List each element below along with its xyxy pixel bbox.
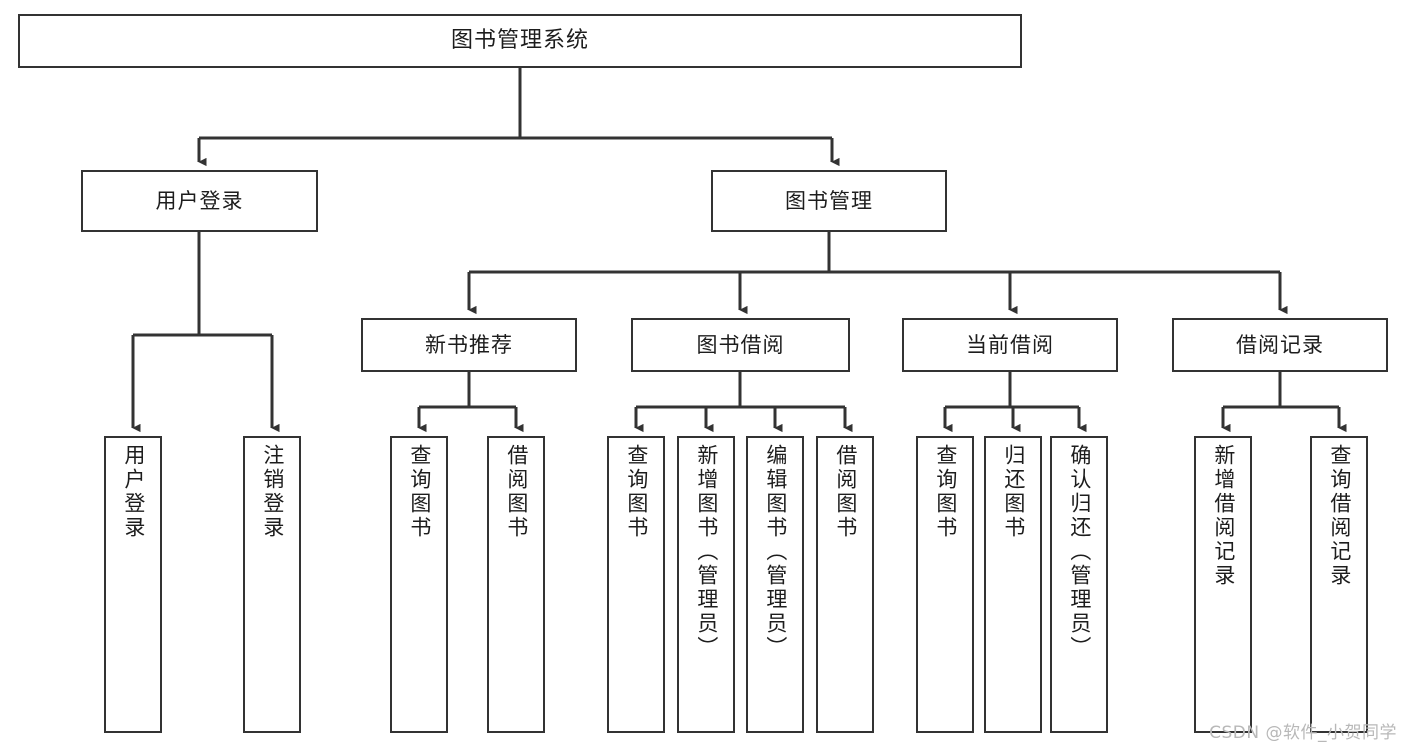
node-leaf-borrow-book-1[interactable]: 借阅图书: [487, 436, 545, 733]
node-label: 查询图书: [933, 444, 958, 540]
node-label: 图书借阅: [696, 332, 785, 357]
node-label: 用户登录: [155, 188, 244, 213]
node-leaf-return-book[interactable]: 归还图书: [984, 436, 1042, 733]
node-label: 借阅图书: [504, 444, 529, 540]
node-label: 当前借阅: [966, 332, 1054, 357]
node-current-borrow[interactable]: 当前借阅: [902, 318, 1118, 372]
node-label: 图书管理: [785, 188, 873, 213]
node-leaf-query-book-2[interactable]: 查询图书: [607, 436, 665, 733]
node-label: 新增借阅记录: [1211, 444, 1236, 588]
node-leaf-query-book-1[interactable]: 查询图书: [390, 436, 448, 733]
node-label: 注销登录: [260, 444, 285, 540]
node-leaf-add-book[interactable]: 新增图书（管理员）: [677, 436, 735, 733]
node-borrow-record[interactable]: 借阅记录: [1172, 318, 1388, 372]
node-leaf-edit-book[interactable]: 编辑图书（管理员）: [746, 436, 804, 733]
node-label: 归还图书: [1001, 444, 1026, 540]
node-book-manage[interactable]: 图书管理: [711, 170, 947, 232]
node-leaf-query-record[interactable]: 查询借阅记录: [1310, 436, 1368, 733]
node-label: 确认归还（管理员）: [1067, 444, 1092, 660]
node-label: 图书管理系统: [450, 28, 589, 54]
node-leaf-query-book-3[interactable]: 查询图书: [916, 436, 974, 733]
watermark: CSDN @软件_小贺同学: [1209, 723, 1397, 743]
node-leaf-confirm-return[interactable]: 确认归还（管理员）: [1050, 436, 1108, 733]
node-label: 编辑图书（管理员）: [763, 444, 788, 660]
node-label: 查询图书: [407, 444, 432, 540]
node-book-borrow[interactable]: 图书借阅: [631, 318, 850, 372]
node-label: 新书推荐: [425, 332, 513, 357]
node-label: 借阅记录: [1236, 332, 1324, 357]
node-label: 用户登录: [121, 444, 146, 540]
node-root[interactable]: 图书管理系统: [18, 14, 1022, 68]
node-label: 查询图书: [624, 444, 649, 540]
node-label: 新增图书（管理员）: [694, 444, 719, 660]
node-user-login[interactable]: 用户登录: [81, 170, 318, 232]
node-leaf-borrow-book-2[interactable]: 借阅图书: [816, 436, 874, 733]
node-leaf-add-record[interactable]: 新增借阅记录: [1194, 436, 1252, 733]
node-new-book-recommend[interactable]: 新书推荐: [361, 318, 577, 372]
node-leaf-user-login[interactable]: 用户登录: [104, 436, 162, 733]
node-label: 借阅图书: [833, 444, 858, 540]
node-label: 查询借阅记录: [1327, 444, 1352, 588]
node-leaf-logout[interactable]: 注销登录: [243, 436, 301, 733]
